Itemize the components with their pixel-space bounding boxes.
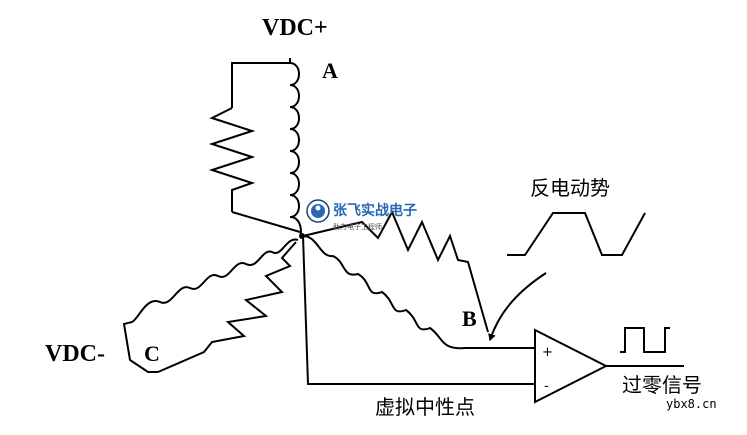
terminal-b-label: B [462, 306, 477, 331]
vdc-plus-label: VDC+ [262, 15, 328, 41]
phase-a-resistor-lower-lead [231, 211, 301, 233]
back-emf-label: 反电动势 [530, 176, 610, 200]
terminal-a-label: A [322, 58, 338, 83]
logo-subtext: 助力电子工程师 [333, 222, 382, 231]
phase-b-coil [302, 235, 467, 350]
phase-b-resistor [302, 209, 489, 333]
terminal-c-label: C [144, 341, 160, 366]
logo-text: 张飞实战电子 [333, 202, 417, 219]
zhangfei-logo-icon: 张飞实战电子 助力电子工程师 [306, 199, 417, 231]
back-emf-waveform [507, 212, 646, 256]
phase-c-resistor [157, 241, 297, 373]
site-watermark: ybx8.cn [666, 397, 717, 411]
virtual-neutral-label: 虚拟中性点 [375, 395, 475, 419]
zero-cross-waveform [620, 327, 670, 353]
star-point-node [299, 233, 305, 239]
back-emf-arrow [488, 272, 547, 341]
opamp-plus-label: + [542, 345, 553, 360]
phase-a-resistor [208, 107, 256, 212]
opamp-minus-label: - [544, 379, 549, 394]
phase-c-terminal-lead [122, 321, 158, 373]
opamp-triangle [534, 328, 609, 404]
zero-cross-label: 过零信号 [622, 373, 702, 397]
virtual-neutral-line [302, 235, 535, 385]
phase-a-top-lead [231, 58, 291, 108]
vdc-minus-label: VDC- [45, 341, 105, 367]
phase-a-coil [289, 62, 302, 236]
phase-c-coil [131, 238, 299, 323]
